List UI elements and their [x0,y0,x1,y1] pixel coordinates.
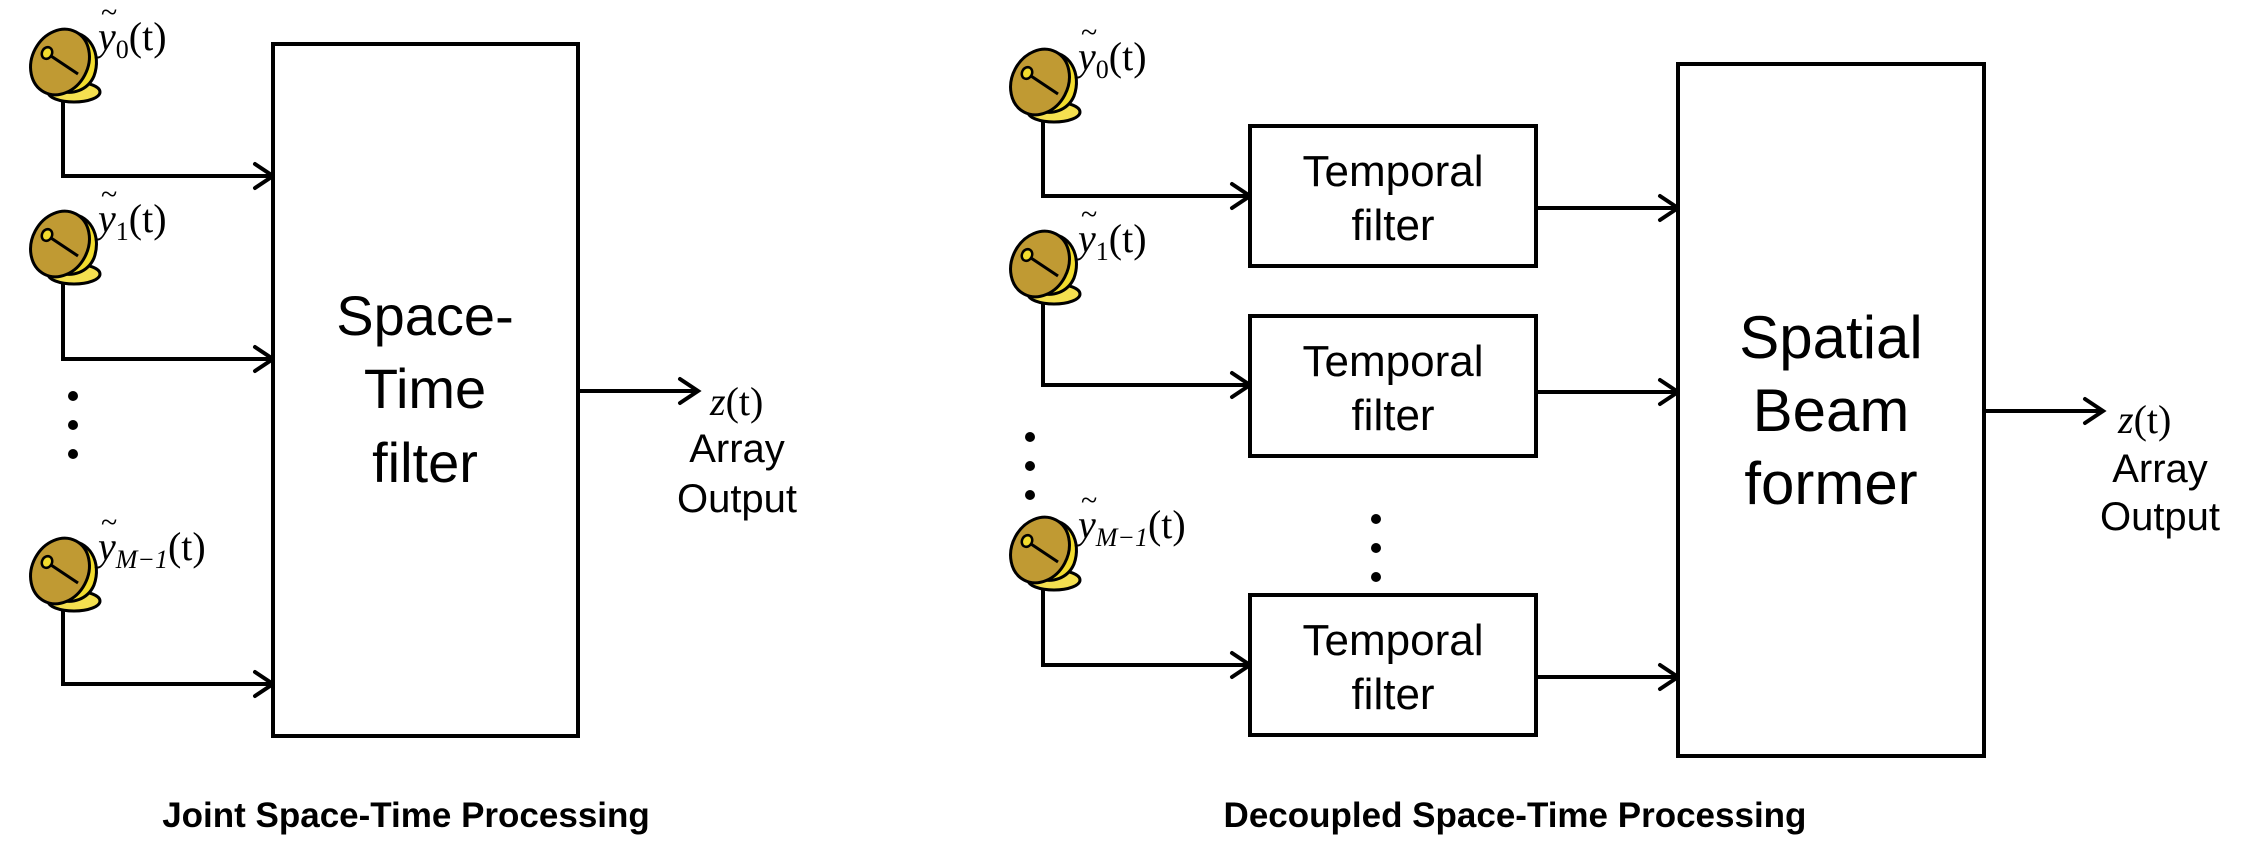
tilde-mark: ~ [1081,198,1097,231]
filter-to-beamformer-connector-m-minus-1 [1536,663,1682,691]
antenna-label: y1(t) [1074,216,1147,266]
temporal-filter-block-0: Temporal filter [1248,124,1538,268]
filter-ellipsis-dots [1371,514,1381,582]
block-label-line: Time [364,357,486,420]
output-label-line: Array [689,427,785,471]
array-output: z(t) Array Output [1984,397,2220,539]
antenna-label: yM−1(t) [94,524,206,574]
output-symbol: z(t) [709,379,763,424]
block-label-line: former [1744,450,1917,517]
tilde-mark: ~ [1081,16,1097,49]
arrow-head-icon [678,377,702,405]
antenna-0: y0(t) ~ [997,16,1147,127]
block-label-line: filter [1351,201,1434,250]
block-label-line: Temporal [1303,147,1484,196]
satellite-dish-icon [997,505,1083,595]
temporal-filter-block-1: Temporal filter [1248,314,1538,458]
filter-to-beamformer-connector-0 [1536,194,1682,222]
output-label-line: Array [2112,447,2208,491]
filter-to-beamformer-connector-1 [1536,378,1682,406]
antenna-label: y0(t) [94,14,167,64]
decoupled-processing-panel: y0(t) ~ y1(t) ~ yM−1(t) ~ [997,16,2220,835]
block-label-line: filter [372,431,478,494]
array-output: z(t) Array Output [578,377,797,521]
joint-processing-panel: y0(t) ~ y1(t) ~ yM−1(t) ~ [17,0,797,835]
antenna-label: y1(t) [94,196,167,246]
tilde-mark: ~ [101,0,117,29]
temporal-filter-block-m-minus-1: Temporal filter [1248,593,1538,737]
output-label-line: Output [2100,495,2220,539]
input-connector-0 [1041,122,1254,210]
antenna-1: y1(t) ~ [17,178,167,289]
antenna-m-minus-1: yM−1(t) ~ [997,484,1186,595]
block-label-line: filter [1351,391,1434,440]
satellite-dish-icon [17,17,103,107]
input-connector-1 [1041,304,1254,399]
tilde-mark: ~ [101,178,117,211]
tilde-mark: ~ [101,506,117,539]
input-connector-m-minus-1 [61,610,277,698]
antenna-1: y1(t) ~ [997,198,1147,309]
output-symbol: z(t) [2117,397,2171,442]
panel-title: Decoupled Space-Time Processing [1224,796,1807,835]
spatial-beamformer-block: Spatial Beam former [1676,62,1986,758]
antenna-m-minus-1: yM−1(t) ~ [17,506,206,616]
space-time-filter-block: Space- Time filter [271,42,580,738]
block-label-line: Space- [336,284,513,347]
block-label-line: Spatial [1739,304,1922,371]
input-connector-0 [61,102,277,190]
antenna-0: y0(t) ~ [17,0,167,107]
output-label-line: Output [677,477,797,521]
satellite-dish-icon [17,199,103,289]
block-label-line: Temporal [1303,337,1484,386]
arrow-head-icon [2083,397,2107,425]
antenna-label: yM−1(t) [1074,502,1186,552]
satellite-dish-icon [17,526,103,616]
ellipsis-dots [1025,432,1035,500]
satellite-dish-icon [997,219,1083,309]
input-connector-1 [61,284,277,373]
antenna-label: y0(t) [1074,34,1147,84]
satellite-dish-icon [997,37,1083,127]
input-connector-m-minus-1 [1041,589,1254,679]
panel-title: Joint Space-Time Processing [162,796,650,835]
ellipsis-dots [68,391,78,459]
block-label-line: Beam [1753,377,1910,444]
block-label-line: filter [1351,670,1434,719]
block-label-line: Temporal [1303,616,1484,665]
tilde-mark: ~ [1081,484,1097,517]
